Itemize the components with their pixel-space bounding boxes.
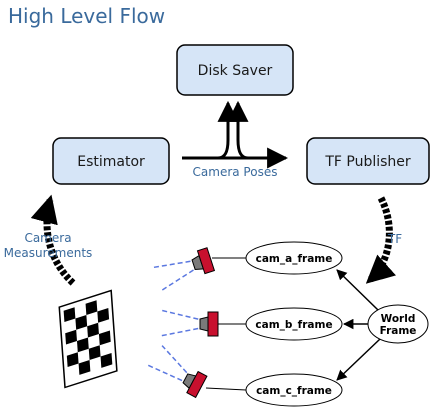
disk-saver-label: Disk Saver [198,63,273,79]
camera-poses-flow [182,100,289,169]
checker-square [66,352,79,368]
world-to-cam-a-arrow [336,269,379,311]
checker-square [76,337,89,353]
measurements-arrow [30,194,76,286]
camera-b-icon [159,309,226,337]
camera-measurements-label-line1: Camera [24,231,71,245]
cam-b-frame-node: cam_b_frame [245,307,343,341]
cam-c-frame-node: cam_c_frame [245,373,343,407]
camera-a-icon [152,247,216,292]
estimator-node: Estimator [52,137,170,185]
camera-c-icon [146,345,208,399]
checker-square [100,353,113,368]
cam-b-frame-label: cam_b_frame [255,319,332,331]
cam-a-frame-label: cam_a_frame [256,253,333,265]
world-frame-label-line2: Frame [380,325,417,337]
checker-square [85,300,98,315]
checker-square [65,329,77,345]
checkerboard-icon [58,289,118,389]
tf-publisher-label: TF Publisher [324,154,411,170]
cam-c-frame-label: cam_c_frame [256,385,332,397]
diagram-title: High Level Flow [8,4,166,28]
tf-arrow [365,196,397,284]
checker-square [75,314,88,330]
tf-label: TF [387,232,402,246]
checker-square [63,307,76,322]
cam-c-link [205,387,247,391]
world-frame-node: World Frame [367,304,429,344]
disk-saver-node: Disk Saver [176,44,294,96]
tf-publisher-node: TF Publisher [306,137,430,185]
cam-a-frame-node: cam_a_frame [245,241,343,275]
camera-poses-label: Camera Poses [193,165,278,179]
world-to-cam-c-arrow [336,338,381,381]
world-frame-label-line1: World [381,313,416,325]
checker-square [87,322,99,338]
estimator-label: Estimator [77,154,145,170]
camera-measurements-label-line2: Measurements [4,246,93,260]
checker-square [98,330,111,346]
checker-square [97,307,110,323]
checker-square [78,360,91,375]
checker-square [88,345,101,361]
